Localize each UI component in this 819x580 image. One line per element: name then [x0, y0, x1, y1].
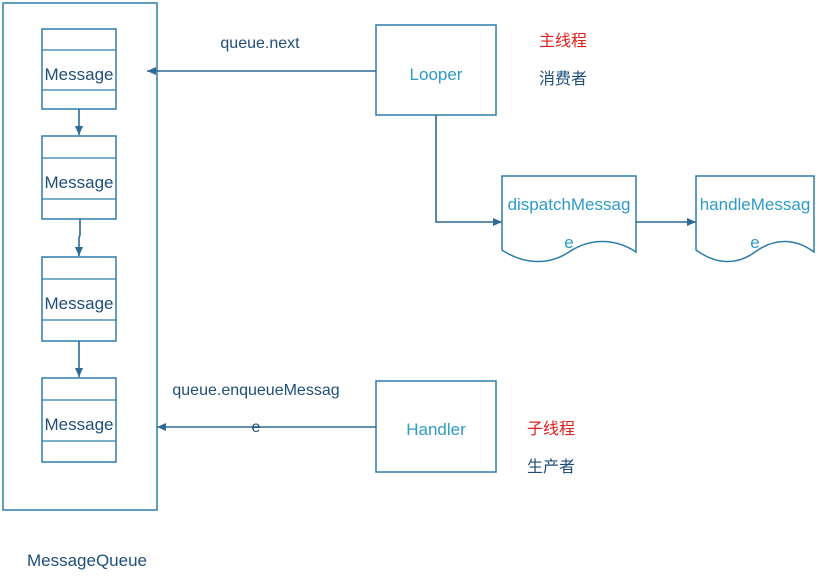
message-label: Message [45, 294, 114, 313]
main-thread-label: 主线程 [539, 32, 587, 50]
looper-label: Looper [410, 65, 463, 84]
producer-label: 生产者 [527, 458, 575, 476]
message-block-3: Message [41, 256, 117, 342]
message-label: Message [45, 173, 114, 192]
enqueue-label-cont: e [252, 419, 261, 436]
looper-box [375, 24, 497, 116]
queue-next-label: queue.next [220, 35, 300, 52]
message-label: Message [45, 415, 114, 434]
message-queue-label: MessageQueue [27, 551, 147, 570]
enqueue-label: queue.enqueueMessag [172, 382, 339, 399]
dispatch-message-label: dispatchMessag [508, 195, 631, 214]
message-block-1: Message [41, 28, 117, 110]
handler-label: Handler [406, 420, 466, 439]
message-block-2: Message [41, 135, 117, 220]
handler-box [375, 380, 497, 473]
message-link-arrow [75, 219, 83, 256]
message-block-4: Message [41, 377, 117, 463]
sub-thread-label: 子线程 [527, 420, 575, 438]
dispatch-arrow [435, 115, 502, 226]
consumer-label: 消费者 [539, 70, 587, 88]
dispatch-message-shape [501, 175, 637, 263]
handle-message-shape [695, 175, 815, 263]
handle-message-label: handleMessag [700, 195, 811, 214]
dispatch-message-label-cont: e [564, 233, 573, 252]
message-label: Message [45, 65, 114, 84]
handle-message-label-cont: e [750, 233, 759, 252]
